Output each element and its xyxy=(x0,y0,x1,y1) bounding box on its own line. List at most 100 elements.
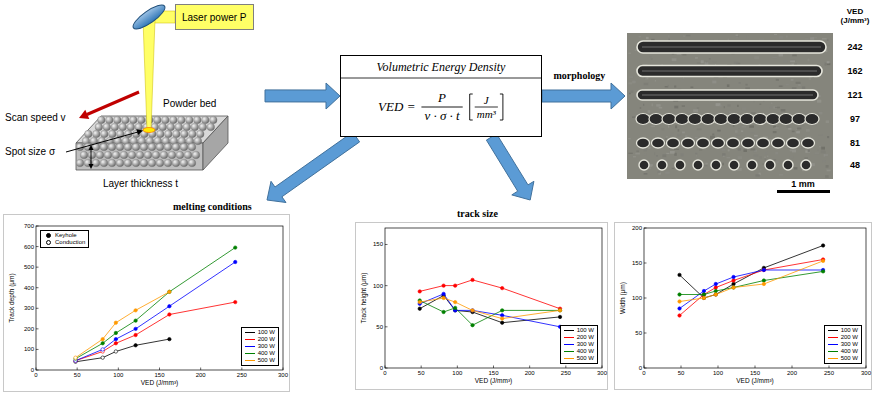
tick-label: 500 xyxy=(24,264,34,270)
texture-speck xyxy=(674,149,679,150)
laser-source-box: Laser power P xyxy=(175,4,254,30)
texture-speck xyxy=(665,86,668,87)
axis-tick xyxy=(118,368,119,371)
ved-value: 48 xyxy=(850,160,860,170)
data-marker xyxy=(471,323,474,326)
tick-label: 50 xyxy=(635,330,642,336)
texture-speck xyxy=(792,55,797,57)
tick-label: 100 xyxy=(632,295,642,301)
texture-speck xyxy=(705,163,708,165)
tick-label: 150 xyxy=(750,370,760,376)
melt-bead xyxy=(747,160,757,170)
tick-label: 200 xyxy=(525,370,535,376)
powder-particle xyxy=(148,143,156,151)
data-marker xyxy=(678,307,681,310)
texture-speck xyxy=(697,128,702,130)
texture-speck xyxy=(775,152,778,155)
legend-label: 200 W xyxy=(258,336,275,342)
axis-tick xyxy=(385,285,388,286)
texture-speck xyxy=(656,155,658,157)
texture-speck xyxy=(727,84,730,87)
texture-speck xyxy=(643,148,647,151)
bracket xyxy=(470,94,473,120)
texture-speck xyxy=(805,150,810,153)
axis-unit-label: VED (J/mm³) xyxy=(837,7,873,25)
texture-speck xyxy=(628,82,632,84)
powder-particle xyxy=(124,159,132,167)
axis-tick xyxy=(644,263,647,264)
powder-particle xyxy=(210,116,218,124)
texture-speck xyxy=(821,151,826,154)
laser-beam xyxy=(143,20,155,130)
powder-bed-front xyxy=(76,143,203,170)
texture-speck xyxy=(767,156,768,157)
legend-label: Keyhole xyxy=(55,232,77,238)
texture-speck xyxy=(760,169,761,170)
axis-tick xyxy=(755,366,756,369)
leader-line xyxy=(66,132,138,152)
texture-speck xyxy=(759,39,764,40)
data-marker xyxy=(168,305,171,308)
data-marker xyxy=(821,244,824,247)
texture-speck xyxy=(644,154,646,156)
axis-title: Track depth (μm) xyxy=(8,273,15,322)
legend-label: 300 W xyxy=(577,341,594,347)
data-marker xyxy=(453,300,456,303)
powder-particle xyxy=(164,143,172,151)
texture-speck xyxy=(674,86,676,88)
texture-speck xyxy=(629,76,633,78)
data-marker xyxy=(732,279,735,282)
texture-speck xyxy=(821,147,825,150)
texture-speck xyxy=(764,157,766,159)
legend-swatch xyxy=(245,360,255,362)
axis-tick xyxy=(644,333,647,334)
legend-row: 400 W xyxy=(564,348,594,355)
texture-speck xyxy=(779,86,783,87)
texture-speck xyxy=(824,154,826,157)
texture-speck xyxy=(827,39,828,41)
data-marker xyxy=(101,348,104,351)
melt-bead xyxy=(649,114,663,125)
dimension-head xyxy=(89,145,94,150)
texture-speck xyxy=(827,136,829,138)
texture-speck xyxy=(772,57,777,58)
texture-speck xyxy=(683,36,685,37)
data-marker xyxy=(234,300,237,303)
texture-speck xyxy=(672,58,677,61)
powder-particle xyxy=(116,143,124,151)
data-line xyxy=(680,246,824,299)
melt-bead xyxy=(652,138,665,148)
axis-tick xyxy=(36,267,39,268)
texture-speck xyxy=(666,136,668,137)
data-marker xyxy=(702,289,705,292)
axis-tick xyxy=(36,370,39,371)
melt-bead xyxy=(662,114,676,125)
tick-label: 0 xyxy=(31,367,34,373)
melt-bead xyxy=(801,160,811,170)
legend-label: 300 W xyxy=(841,341,858,347)
chart-panel: Width (μm)VED (J/mm³)0501001502000501001… xyxy=(614,222,872,390)
axis-tick xyxy=(36,328,39,329)
legend-label: 200 W xyxy=(577,334,594,340)
data-line xyxy=(76,248,236,359)
texture-speck xyxy=(796,129,797,130)
texture-speck xyxy=(810,37,814,40)
tick-label: 100 xyxy=(713,370,723,376)
unit-numerator: J xyxy=(484,94,489,106)
texture-speck xyxy=(774,34,777,35)
tick-label: 700 xyxy=(24,223,34,229)
melt-bead xyxy=(712,138,725,148)
legend-swatch xyxy=(828,344,838,346)
texture-speck xyxy=(779,54,784,57)
powder-particle xyxy=(183,123,191,131)
texture-speck xyxy=(827,63,831,65)
data-marker xyxy=(74,356,77,359)
texture-speck xyxy=(779,36,783,39)
powder-particle xyxy=(164,159,172,167)
texture-speck xyxy=(779,174,783,175)
texture-speck xyxy=(670,133,674,136)
axis-tick xyxy=(200,368,201,371)
data-line xyxy=(420,280,560,309)
legend-label: Conduction xyxy=(55,239,85,245)
